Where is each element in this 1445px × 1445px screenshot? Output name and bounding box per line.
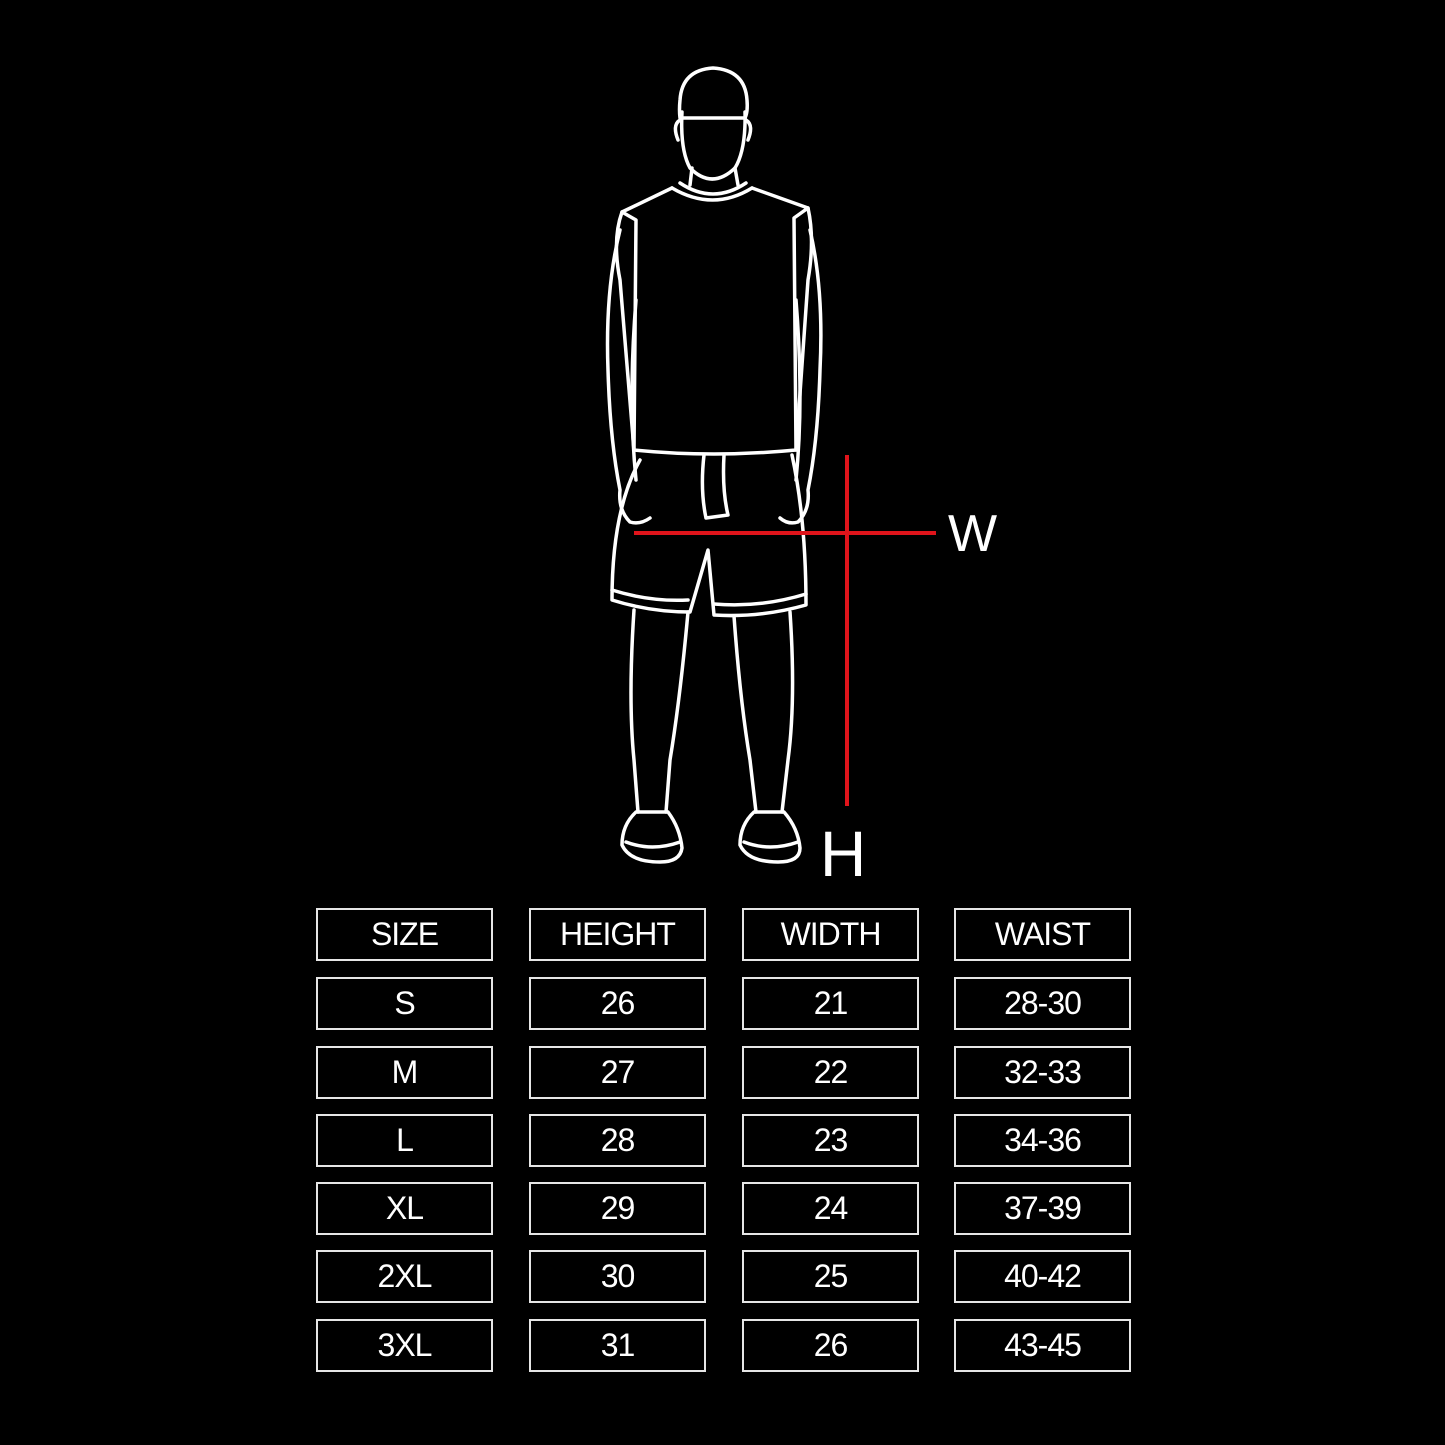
shorts-outline xyxy=(610,453,808,618)
cell-size: 3XL xyxy=(316,1319,493,1372)
cell-width: 24 xyxy=(742,1182,919,1235)
header-height: HEIGHT xyxy=(529,908,706,961)
height-label: H xyxy=(820,818,867,890)
cap-icon xyxy=(677,66,749,120)
shirt-outline xyxy=(614,186,814,456)
head-outline xyxy=(679,110,747,181)
header-width: WIDTH xyxy=(742,908,919,961)
cell-height: 30 xyxy=(529,1250,706,1303)
cell-size: S xyxy=(316,977,493,1030)
cell-width: 26 xyxy=(742,1319,919,1372)
cell-waist: 32-33 xyxy=(954,1046,1131,1099)
cell-height: 31 xyxy=(529,1319,706,1372)
left-shoe-outline xyxy=(620,810,684,864)
cell-size: M xyxy=(316,1046,493,1099)
header-size: SIZE xyxy=(316,908,493,961)
cell-height: 29 xyxy=(529,1182,706,1235)
width-label: W xyxy=(948,505,998,563)
man-outline xyxy=(605,66,823,864)
cell-size: 2XL xyxy=(316,1250,493,1303)
cell-width: 22 xyxy=(742,1046,919,1099)
cell-size: L xyxy=(316,1114,493,1167)
cell-waist: 37-39 xyxy=(954,1182,1131,1235)
cell-width: 25 xyxy=(742,1250,919,1303)
cell-waist: 40-42 xyxy=(954,1250,1131,1303)
cell-waist: 28-30 xyxy=(954,977,1131,1030)
cell-waist: 34-36 xyxy=(954,1114,1131,1167)
cell-waist: 43-45 xyxy=(954,1319,1131,1372)
cell-width: 23 xyxy=(742,1114,919,1167)
cell-height: 27 xyxy=(529,1046,706,1099)
cell-size: XL xyxy=(316,1182,493,1235)
cell-width: 21 xyxy=(742,977,919,1030)
header-waist: WAIST xyxy=(954,908,1131,961)
cell-height: 26 xyxy=(529,977,706,1030)
cell-height: 28 xyxy=(529,1114,706,1167)
right-shoe-outline xyxy=(738,810,802,864)
